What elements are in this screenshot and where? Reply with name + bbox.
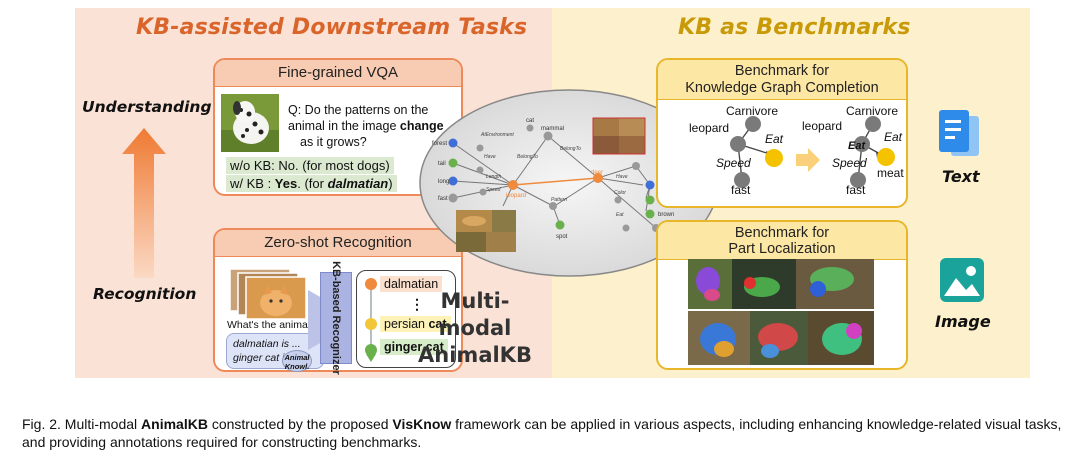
kgc-leopard-2: leopard xyxy=(802,119,843,133)
text-label: Text xyxy=(942,167,980,186)
left-section-title: KB-assisted Downstream Tasks xyxy=(136,15,528,40)
kb-edge-environment: AtEnvironment xyxy=(480,132,514,138)
kb-node-spot: spot xyxy=(556,234,568,240)
kgc-speed-1: Speed xyxy=(716,156,751,170)
kgc-eat-inferred: Eat xyxy=(848,140,866,152)
kb-node-mammal: mammal xyxy=(541,126,564,132)
vqa-answer-with-kb: w/ KB : Yes. (for dalmatian) xyxy=(226,175,397,192)
candidate-dalmatian: dalmatian xyxy=(380,276,443,292)
up-arrow-icon xyxy=(122,128,166,278)
kb-node-tail: tail xyxy=(438,161,446,167)
vqa-answer-without-kb: w/o KB: No. (for most dogs) xyxy=(226,157,394,174)
animal-knowl-badge: Animal Knowl. xyxy=(282,350,312,372)
zero-shot-question: What's the animal? xyxy=(227,319,316,331)
kgc-leopard-1: leopard xyxy=(689,121,730,135)
image-icon xyxy=(940,258,984,302)
kb-edge-eat: Eat xyxy=(616,212,624,218)
kgc-benchmark-title: Benchmark for Knowledge Graph Completion xyxy=(658,60,906,100)
kgc-carnivore-1: Carnivore xyxy=(726,104,779,118)
kb-edge-speed: Speed xyxy=(486,187,501,193)
vqa-question-line3: as it grows? xyxy=(300,135,367,149)
kb-edge-have: Have xyxy=(484,154,496,160)
vqa-question-line2: animal in the image change xyxy=(288,119,444,133)
image-label: Image xyxy=(935,312,991,331)
zero-shot-card-title: Zero-shot Recognition xyxy=(215,230,461,257)
kb-node-leopard: leopard xyxy=(506,193,526,199)
candidate-persian-cat: persian cat xyxy=(380,316,451,332)
kb-node-long: long xyxy=(438,179,449,185)
kb-node-deer: deer xyxy=(591,170,603,176)
kb-edge-color: Color xyxy=(614,190,626,196)
part-localization-photos xyxy=(688,259,874,365)
kgc-title-line1: Benchmark for xyxy=(734,63,830,79)
understanding-label: Understanding xyxy=(82,98,212,116)
kb-edge-pattern: Pattern xyxy=(551,197,567,203)
cat-photos xyxy=(230,269,307,319)
animal-kb-title: Multi-modal AnimalKB xyxy=(410,288,540,369)
kgc-meat: meat xyxy=(877,166,904,180)
right-section-title: KB as Benchmarks xyxy=(678,15,911,40)
kgc-title-line2: Knowledge Graph Completion xyxy=(685,80,879,96)
recognizer-arrow-icon xyxy=(308,290,322,350)
kgc-speed-2: Speed xyxy=(832,156,867,170)
kb-recognizer-block: KB-based Recognizer xyxy=(320,261,352,375)
part-title-line1: Benchmark for xyxy=(734,225,830,241)
kgc-eat-1: Eat xyxy=(765,132,784,146)
kb-recognizer-label: KB-based Recognizer xyxy=(330,261,342,375)
kgc-carnivore-2: Carnivore xyxy=(846,104,899,118)
figure-caption: Fig. 2. Multi-modal AnimalKB constructed… xyxy=(22,416,1062,450)
vqa-question-line1: Q: Do the patterns on the xyxy=(288,103,429,117)
kb-node-forest: forest xyxy=(432,141,447,147)
recognition-label: Recognition xyxy=(93,285,197,303)
candidate-ginger-cat: ginger cat xyxy=(380,339,448,355)
kgc-benchmark-card: Benchmark for Knowledge Graph Completion xyxy=(656,58,908,208)
kb-node-brown: brown xyxy=(658,212,674,218)
kb-edge-belongto-2: BelongTo xyxy=(560,146,581,152)
candidate-dots: ⋮ xyxy=(410,296,424,312)
vqa-card-title: Fine-grained VQA xyxy=(215,60,461,87)
kgc-fast-1: fast xyxy=(731,183,751,197)
animal-kb-title-line1: Multi-modal xyxy=(438,289,512,340)
document-icon xyxy=(939,110,979,156)
dalmatian-photo xyxy=(221,94,279,152)
part-localization-title: Benchmark for Part Localization xyxy=(658,222,906,260)
candidate-chain xyxy=(365,278,377,362)
kgc-fast-2: fast xyxy=(846,183,866,197)
kb-node-cat: cat xyxy=(526,118,534,124)
part-title-line2: Part Localization xyxy=(728,241,836,257)
kb-edge-belongto-1: BelongTo xyxy=(517,154,538,160)
animal-kb-title-line2: AnimalKB xyxy=(418,343,532,367)
kb-edge-have-2: Have xyxy=(616,174,628,180)
kb-node-fast: fast xyxy=(438,196,448,202)
kgc-graph xyxy=(730,116,895,188)
vqa-question-bold: change xyxy=(399,119,444,133)
kb-edge-length: Length xyxy=(486,174,502,180)
kgc-eat-2: Eat xyxy=(884,130,903,144)
